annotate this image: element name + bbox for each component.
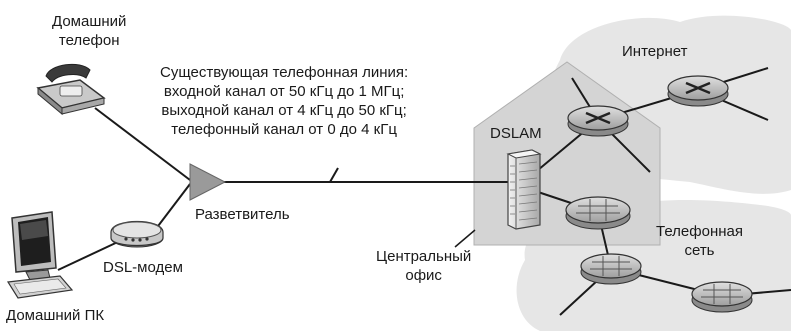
- central-office-leader: [454, 229, 476, 248]
- central-office-label-line-2: офис: [405, 267, 442, 284]
- phone-switch-2: [580, 253, 642, 285]
- line-caption-voice: телефонный канал от 0 до 4 кГц: [171, 121, 397, 138]
- internet-router-1: [567, 105, 629, 137]
- dsl-modem-icon: [110, 221, 164, 248]
- line-caption-upstream: выходной канал от 4 кГц до 50 кГц;: [161, 102, 407, 119]
- central-office-label: Центральный офис: [376, 247, 471, 285]
- splitter-icon: [189, 163, 227, 201]
- dslam-label: DSLAM: [490, 125, 542, 142]
- central-office-label-line-1: Центральный: [376, 248, 472, 265]
- internet-label: Интернет: [622, 43, 688, 60]
- home-phone-label: Домашний телефон: [52, 12, 126, 50]
- home-phone-label-line-2: телефон: [58, 32, 120, 49]
- internet-router-2: [667, 75, 729, 107]
- line-caption-downstream: входной канал от 50 кГц до 1 МГц;: [163, 83, 405, 100]
- home-pc-label: Домашний ПК: [6, 307, 105, 324]
- line-caption: Существующая телефонная линия: входной к…: [160, 63, 408, 139]
- splitter-label: Разветвитель: [195, 206, 290, 223]
- phone-network-label-line-2: сеть: [684, 242, 715, 259]
- phone-switch-1: [565, 196, 631, 230]
- phone-network-label: Телефонная сеть: [656, 222, 743, 260]
- dslam-rack-icon: [506, 149, 542, 230]
- home-phone-icon: [36, 63, 106, 116]
- phone-switch-3: [691, 281, 753, 313]
- line-caption-title: Существующая телефонная линия:: [160, 64, 409, 81]
- dsl-modem-label: DSL-модем: [103, 259, 183, 276]
- home-phone-label-line-1: Домашний: [52, 13, 127, 30]
- subscriber-lines: [57, 107, 508, 271]
- home-pc-icon: [6, 211, 74, 299]
- phone-network-label-line-1: Телефонная: [656, 223, 743, 240]
